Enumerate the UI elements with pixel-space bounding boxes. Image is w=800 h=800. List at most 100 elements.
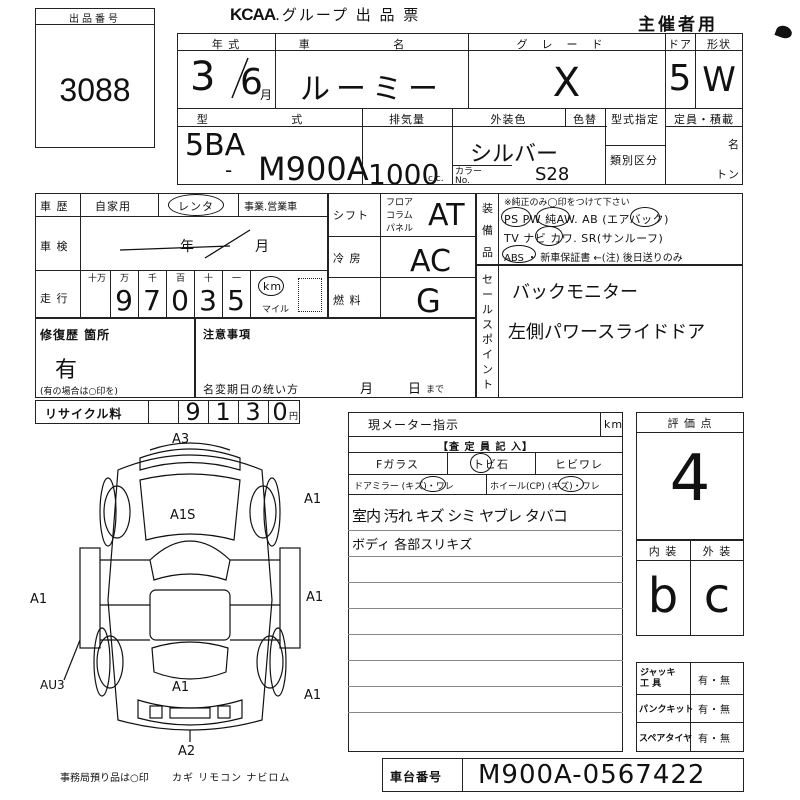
drivetrain-box — [328, 193, 476, 318]
mark-front-right: A1 — [304, 492, 322, 507]
rental-circle — [168, 194, 224, 216]
fuel-label: 燃 料 — [333, 294, 362, 307]
recycle-digit-4: 0 — [272, 398, 288, 426]
notes-label: 注意事項 — [203, 328, 251, 341]
wheel-label: ホイール(CP) (キズ)・ワレ — [490, 482, 600, 492]
type-spec-label: 型式指定 — [611, 113, 659, 126]
mirror-label: ドアミラー (キズ)・ワレ — [354, 482, 454, 492]
digit-header-5: 十 — [204, 274, 214, 284]
meter-unit: km — [604, 418, 624, 431]
mark-hood: A1S — [170, 508, 196, 523]
ac-label: 冷 房 — [333, 252, 362, 265]
notes-day: 日 — [408, 382, 423, 397]
chassis-label: 車台番号 — [390, 770, 443, 784]
shift-panel: パネル — [386, 224, 414, 234]
brand-logo: KCAA — [230, 5, 276, 24]
mirror-scratch-circle — [420, 476, 446, 492]
recycle-box — [35, 400, 300, 424]
repair-box — [35, 318, 195, 398]
spare-label: スペアタイヤ — [639, 734, 693, 744]
repair-value: 有 — [55, 358, 78, 383]
inspection-year: 年 — [180, 239, 195, 255]
capacity-label: 定員・積載 — [674, 113, 734, 126]
inspector-label: 【査 定 員 記 入】 — [438, 442, 533, 453]
color-no-label: カラー No. — [455, 167, 483, 186]
digit-header-4: 百 — [176, 274, 186, 284]
meter-label: 現メーター指示 — [368, 418, 460, 432]
mark-rear-mid: A1 — [172, 680, 190, 695]
displacement-label: 排気量 — [389, 113, 425, 126]
abs-circle — [502, 245, 536, 263]
office-items: カギ リモコン ナビロム — [172, 773, 291, 784]
mileage-digit-2: 7 — [143, 284, 161, 317]
ps-circle — [501, 207, 531, 227]
model-dash: - — [225, 158, 233, 182]
chassis-value: M900A-0567422 — [478, 760, 706, 790]
mark-bottom: A2 — [178, 744, 196, 759]
interior-label: 内 装 — [648, 545, 678, 558]
year-value: 3 — [190, 54, 216, 100]
model-code: M900A — [258, 150, 369, 188]
equipment-note: ※純正のみ◯印をつけて下さい — [504, 198, 630, 208]
model-prefix: 5BA — [185, 128, 246, 163]
mile-unit: マイル — [262, 305, 290, 315]
digit-header-6: 一 — [232, 274, 242, 284]
sales-point-line2: 左側パワースライドドア — [508, 322, 706, 343]
mileage-digit-5: 5 — [227, 284, 245, 317]
office-note: 事務局預り品は○印 — [60, 773, 149, 784]
organizer-label: 主催者用 — [638, 15, 718, 35]
year-label: 年 式 — [211, 38, 241, 51]
color-value: シルバー — [470, 142, 559, 167]
km-circle — [258, 276, 284, 296]
chassis-box — [382, 758, 744, 792]
corner-mark — [774, 23, 794, 41]
puncture-value: 有・無 — [698, 705, 731, 716]
form-title: .グループ 出 品 票 — [275, 6, 421, 24]
header: KCAA.グループ 出 品 票 — [230, 4, 530, 28]
exterior-label: 外 装 — [702, 545, 732, 558]
glass-label: Fガラス — [375, 458, 420, 471]
navi-circle — [535, 226, 563, 246]
exterior-color-label: 外装色 — [490, 113, 527, 126]
notes-until: まで — [426, 385, 445, 395]
history-label: 車 歴 — [40, 200, 69, 213]
score-box — [636, 412, 744, 540]
chip-circle — [470, 453, 492, 473]
mileage-label: 走 行 — [40, 292, 69, 305]
lot-number: 3088 — [59, 72, 131, 108]
load-unit: トン — [716, 168, 740, 181]
notes-change-label: 名変期日の统い方 — [203, 383, 299, 396]
mileage-digit-1: 9 — [115, 284, 133, 317]
recycle-label: リサイクル料 — [45, 407, 123, 421]
vehicle-info-box — [177, 33, 743, 185]
lot-box — [35, 8, 155, 148]
sales-point-label: セールスポイント — [482, 273, 494, 391]
mileage-digit-4: 3 — [199, 284, 217, 317]
name-label: 車 名 — [298, 38, 445, 51]
notes-box — [195, 318, 476, 398]
mark-left: A1 — [30, 592, 48, 607]
jack-label: ジャッキ 工 具 — [640, 668, 676, 689]
repair-label: 修復歴 箇所 — [40, 328, 111, 342]
recycle-digit-1: 9 — [185, 398, 201, 426]
pw-circle — [536, 207, 570, 227]
notes-month: 月 — [360, 382, 375, 397]
shift-value: AT — [428, 198, 465, 233]
mark-right: A1 — [306, 590, 324, 605]
month-unit: 月 — [260, 88, 273, 102]
sales-point-line1: バックモニター — [512, 282, 638, 303]
digit-header-1: 十万 — [88, 274, 107, 284]
fuel-value: G — [416, 282, 441, 320]
mark-rear-right: A1 — [304, 688, 322, 703]
mileage-extra-box — [298, 278, 322, 312]
shape-value: W — [702, 60, 736, 100]
puncture-label: パンクキット — [639, 705, 694, 715]
color-change-label: 色替 — [573, 113, 597, 126]
capacity-unit: 名 — [728, 138, 740, 151]
shift-floor: フロア — [386, 198, 414, 208]
spare-value: 有・無 — [698, 734, 731, 745]
meter-note2: ボディ 各部スリキズ — [352, 538, 473, 553]
mileage-digit-3: 0 — [171, 284, 189, 317]
sales-point-box — [476, 265, 743, 398]
model-label: 型 式 — [196, 113, 343, 126]
